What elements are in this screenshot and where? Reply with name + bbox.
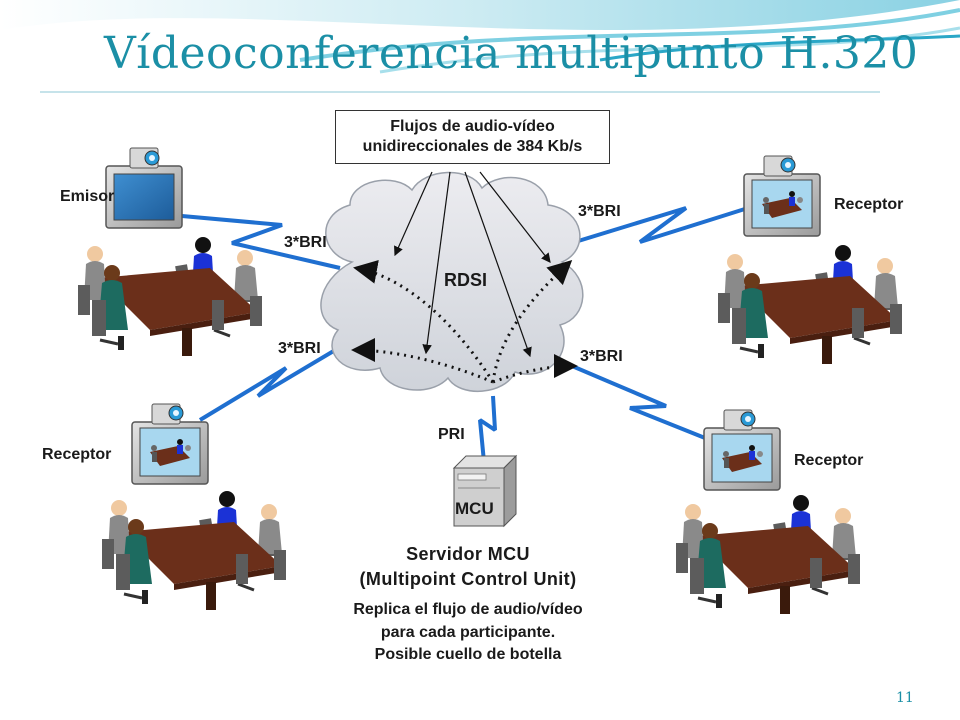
flows-callout-line2: unidireccionales de 384 Kb/s: [362, 138, 583, 155]
site-label-emisor: Emisor: [60, 188, 115, 205]
link-label-bottom-right: 3*BRI: [580, 348, 623, 365]
dotted-flows: [351, 259, 578, 384]
site-label-receptor-bottom-right: Receptor: [794, 452, 864, 469]
server-note-line2: para cada participante.: [380, 624, 556, 641]
rdsi-cloud: [320, 171, 584, 392]
server-note-line1: Replica el flujo de audio/vídeo: [353, 601, 583, 618]
link-emisor-rdsi: [181, 214, 341, 270]
meeting-room-top-left: [76, 235, 264, 358]
link-receptor-br-rdsi: [571, 364, 711, 442]
receptor-tv-top-right: [743, 155, 821, 237]
page-number: 11: [896, 690, 914, 706]
flows-callout-box: Flujos de audio-vídeo unidireccionales d…: [335, 110, 610, 164]
meeting-room-top-right: [716, 243, 904, 366]
header-swoosh-2: [299, 8, 960, 62]
receptor-tv-bottom-left: [131, 403, 209, 485]
meeting-room-bottom-right: [674, 493, 862, 616]
flow-arrows: [394, 171, 551, 358]
flows-callout-line1: Flujos de audio-vídeo: [390, 118, 555, 135]
site-label-receptor-top-right: Receptor: [834, 196, 904, 213]
server-name-line1: Servidor MCU: [406, 544, 530, 564]
link-label-pri: PRI: [438, 426, 465, 443]
receptor-tv-bottom-right: [703, 409, 781, 491]
link-label-top-right: 3*BRI: [578, 203, 621, 220]
link-receptor-tr-rdsi: [574, 206, 749, 244]
mcu-device-label: MCU: [455, 499, 494, 518]
cloud-label-rdsi: RDSI: [444, 270, 488, 290]
site-label-receptor-bottom-left: Receptor: [42, 446, 112, 463]
emisor-tv: [105, 147, 183, 229]
header-swoosh-1: [0, 0, 960, 30]
meeting-room-bottom-left: [100, 489, 288, 612]
server-name-line2: (Multipoint Control Unit): [359, 569, 577, 589]
mcu-server: [452, 454, 518, 528]
link-label-bottom-left: 3*BRI: [278, 340, 321, 357]
header-swoosh-4: [599, 34, 960, 62]
server-note-line3: Posible cuello de botella: [374, 646, 562, 663]
slide-title: Vídeoconferencia multipunto H.320: [104, 28, 919, 79]
link-label-top-left: 3*BRI: [284, 234, 327, 251]
link-mcu-rdsi: [478, 395, 497, 463]
link-receptor-bl-rdsi: [198, 344, 344, 422]
